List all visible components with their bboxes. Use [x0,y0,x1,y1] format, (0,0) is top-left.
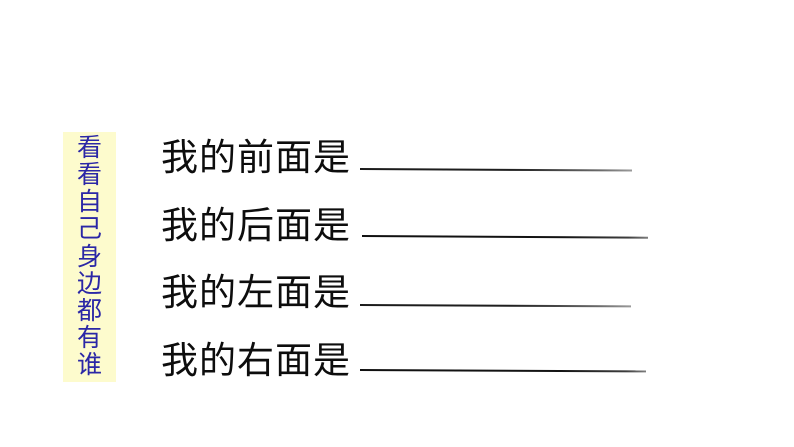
prompt-row-back: 我的后面是 [161,204,351,250]
prompt-label-left: 我的左面是 [161,271,351,314]
answer-blank-front[interactable] [359,168,633,172]
prompt-label-right: 我的右面是 [161,339,351,382]
vertical-title-char-3: 自 [76,187,102,217]
prompt-label-back: 我的后面是 [161,204,351,247]
vertical-title-char-2: 看 [76,160,102,190]
answer-blank-back[interactable] [361,235,649,239]
prompt-row-front: 我的前面是 [161,136,351,182]
vertical-title-char-4: 己 [76,214,102,244]
prompt-row-left: 我的左面是 [161,271,351,317]
answer-blank-right[interactable] [359,369,647,373]
vertical-title-char-8: 有 [76,322,102,352]
vertical-title-char-1: 看 [76,133,102,162]
vertical-title-char-6: 边 [76,268,102,298]
vertical-title-char-7: 都 [76,295,102,325]
vertical-title-banner: 看 看 自 己 身 边 都 有 谁 [63,132,116,382]
answer-blank-left[interactable] [359,304,632,308]
vertical-title-char-5: 身 [76,241,102,271]
prompt-row-right: 我的右面是 [161,339,351,385]
vertical-title-char-9: 谁 [76,350,102,379]
prompt-label-front: 我的前面是 [161,136,351,179]
